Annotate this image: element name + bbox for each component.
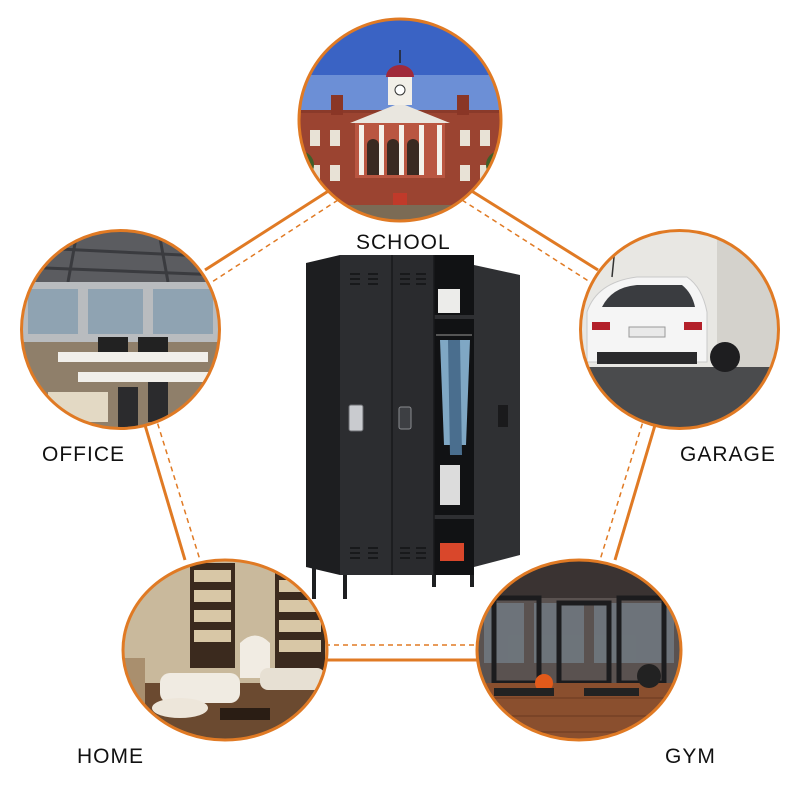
- gym-equipment-icon: [475, 558, 683, 742]
- locker-door-2: [392, 255, 434, 575]
- locker-door-1: [340, 255, 392, 575]
- location-label-garage: GARAGE: [680, 443, 776, 466]
- location-label-office: OFFICE: [42, 443, 125, 466]
- location-label-home: HOME: [77, 745, 144, 768]
- metal-locker-icon: [306, 255, 520, 599]
- locker-door-3-open: [474, 265, 520, 567]
- garage-car-icon: [579, 229, 780, 430]
- location-label-school: SCHOOL: [356, 231, 451, 254]
- school-icon: [297, 17, 503, 223]
- home-living-room-icon: [121, 558, 329, 742]
- office-icon: [20, 229, 221, 430]
- location-label-gym: GYM: [665, 745, 716, 768]
